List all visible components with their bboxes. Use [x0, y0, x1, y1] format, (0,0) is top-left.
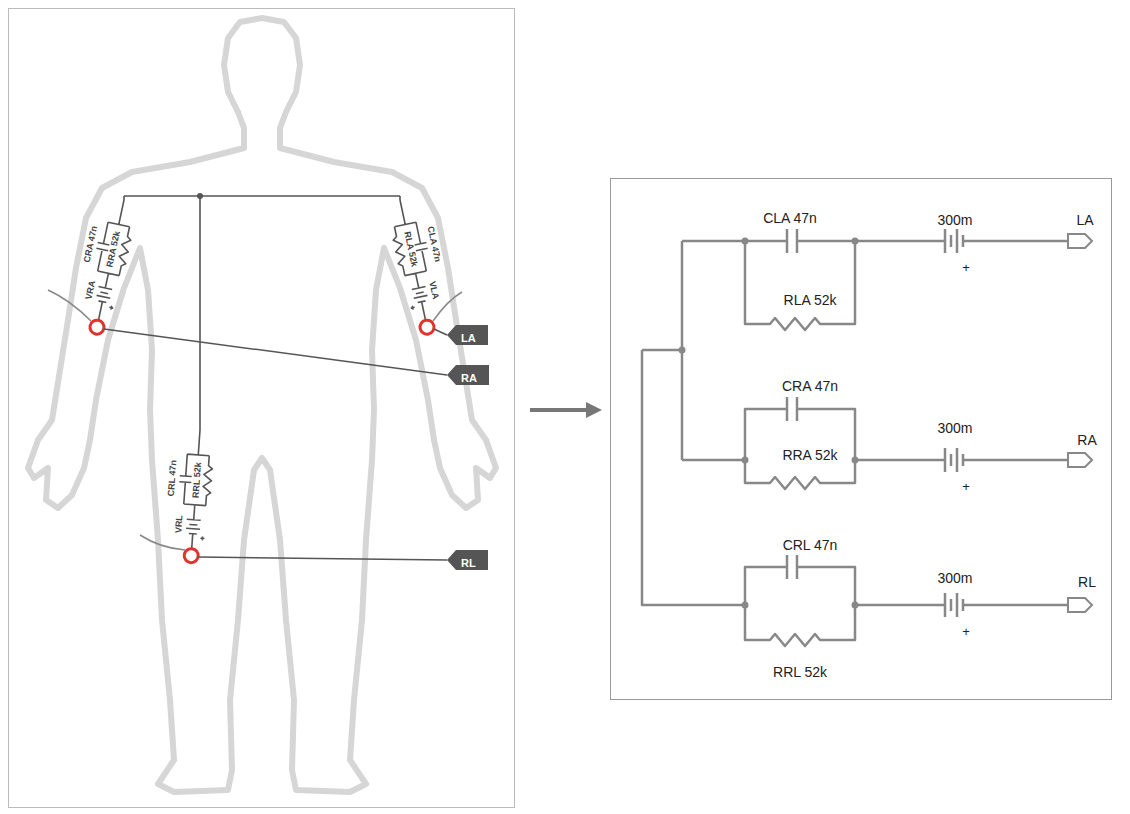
resistor-symbol: [745, 605, 855, 646]
battery-symbol: [855, 448, 1068, 472]
schematic-label: CRL 47n: [783, 537, 838, 553]
component-label: VRL: [174, 514, 186, 533]
lead-tag: RL: [447, 550, 488, 570]
capacitor-symbol: [745, 229, 855, 253]
tag-fill: [447, 550, 488, 570]
lead-tag: LA: [447, 325, 488, 345]
schematic-label: RRL 52k: [773, 664, 827, 680]
capacitor-symbol: [745, 555, 855, 605]
body-outline: [28, 18, 496, 792]
schematic-label: CRA 47n: [782, 378, 838, 394]
schematic-label: 300m: [937, 570, 972, 586]
leg-circuit: [174, 429, 215, 564]
battery-symbol: [855, 593, 1068, 617]
right-panel: [611, 179, 1112, 700]
lead-tag: RA: [447, 365, 489, 385]
body-wire: [124, 196, 400, 430]
schematic-label: +: [962, 625, 970, 640]
schematic-label: +: [962, 261, 970, 276]
schematic-label: RLA 52k: [784, 292, 837, 308]
resistor-symbol: [745, 241, 855, 330]
lead-wire: [104, 329, 447, 560]
battery-symbol: [855, 229, 1068, 253]
tag-text: RL: [461, 557, 476, 570]
schematic-label: +: [962, 480, 970, 495]
tag-fill: [447, 325, 488, 345]
tag-text: RA: [461, 372, 477, 385]
junction-dot: [197, 193, 203, 199]
left-panel: [9, 9, 515, 808]
resistor-symbol: [745, 460, 855, 489]
schematic-label: 300m: [937, 420, 972, 436]
junction-dot: [679, 238, 859, 609]
left-arm-circuit: [79, 196, 139, 337]
component-label: RRL 52k: [190, 462, 203, 498]
electrode-cable: [48, 290, 462, 550]
schematic-label: LA: [1076, 212, 1093, 228]
schematic-label: RL: [1078, 574, 1096, 590]
schematic-label: CLA 47n: [763, 210, 817, 226]
schematic-label: RRA 52k: [782, 447, 837, 463]
arrow-head: [586, 402, 602, 418]
schematic-wires: [642, 229, 1068, 646]
schematic-label: 300m: [937, 212, 972, 228]
arrow-shaft: [530, 408, 588, 412]
tag-text: LA: [461, 332, 476, 345]
schematic-label: RA: [1077, 432, 1096, 448]
tag-fill: [447, 365, 489, 385]
connector-symbol: [1068, 234, 1092, 612]
